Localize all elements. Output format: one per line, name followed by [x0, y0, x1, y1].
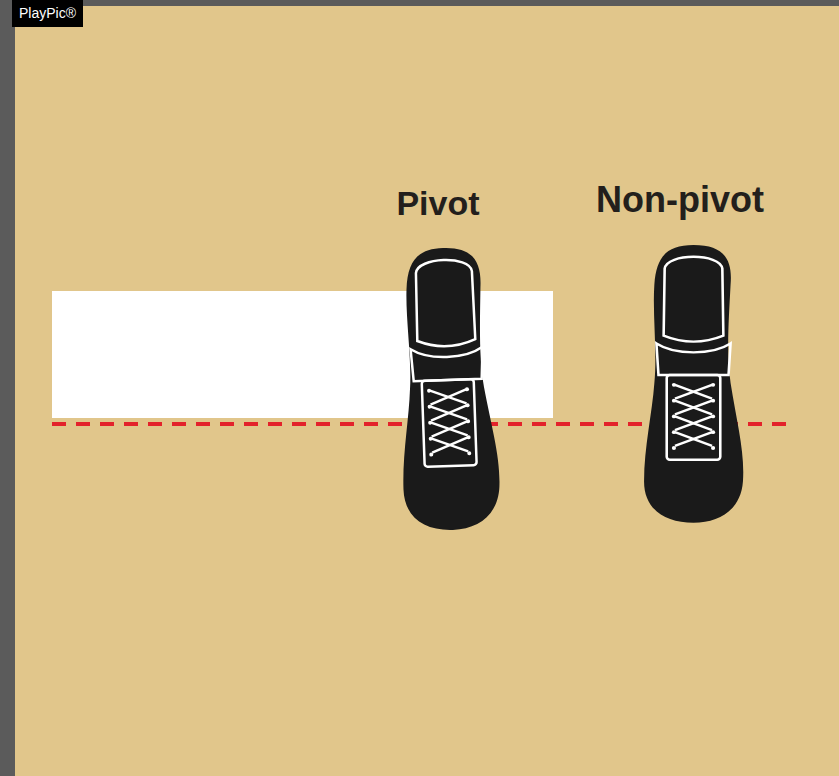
- court-floor: [15, 6, 839, 776]
- pivot-shoe: [395, 246, 501, 531]
- shoe-label: Pivot: [396, 186, 479, 220]
- non-pivot-shoe: [644, 245, 743, 523]
- watermark-box: PlayPic®: [12, 0, 83, 27]
- watermark-text: PlayPic®: [19, 5, 76, 21]
- shoe-label: Non-pivot: [596, 182, 764, 218]
